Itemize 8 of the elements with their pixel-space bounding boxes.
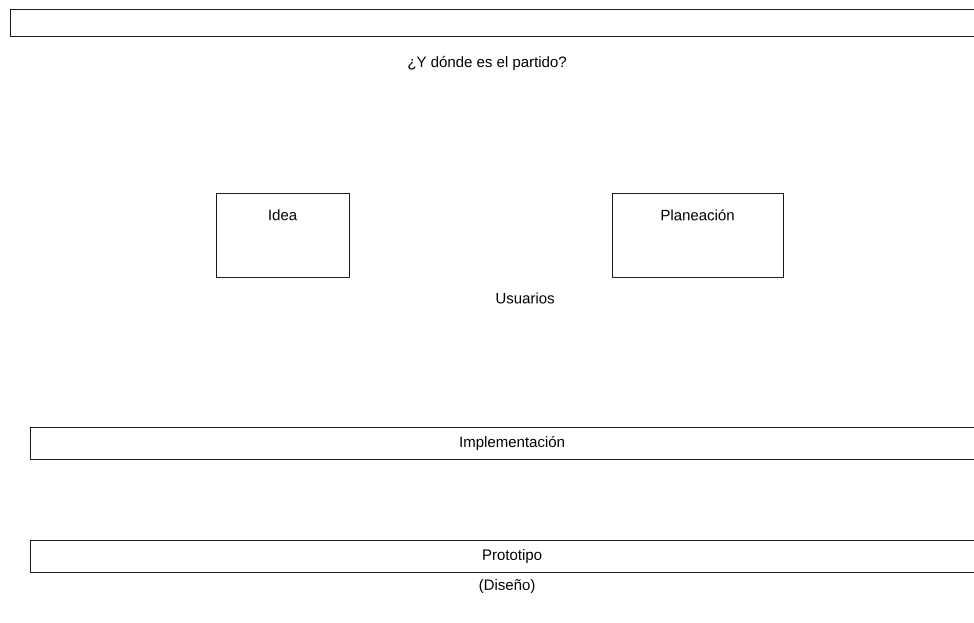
text-box: Prototipo — [30, 540, 974, 573]
caption-text: (Diseño) — [480, 579, 534, 593]
label-text: Usuarios — [496, 292, 554, 304]
empty-box — [10, 9, 974, 37]
text-box: Idea — [216, 193, 350, 278]
caption-text: ¿Y dónde es el partido? — [408, 56, 566, 70]
text-box: Implementación — [30, 427, 974, 460]
text-box: Planeación — [612, 193, 784, 278]
